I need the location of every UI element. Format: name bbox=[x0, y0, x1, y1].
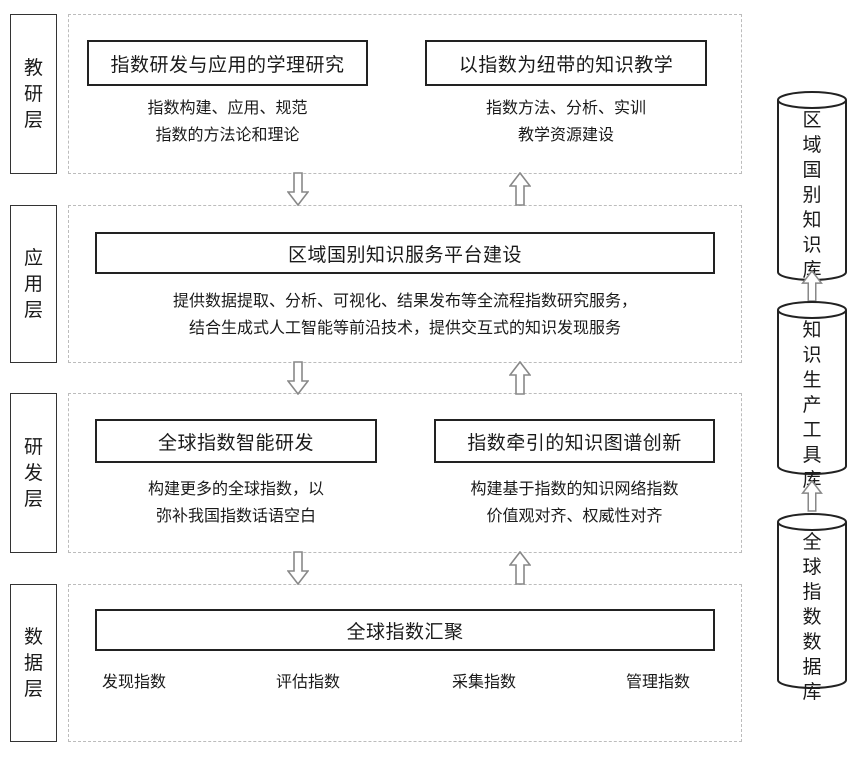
layer-label-text: 研发层 bbox=[24, 434, 43, 512]
panel-development bbox=[68, 393, 742, 553]
data-item-collect: 采集指数 bbox=[451, 672, 516, 691]
arrow-up-icon bbox=[509, 361, 531, 395]
vertical-char: 具 bbox=[802, 444, 822, 466]
vertical-char: 别 bbox=[802, 184, 822, 206]
arrow-up-icon bbox=[509, 551, 531, 585]
layer-label-text: 数据层 bbox=[24, 624, 43, 702]
data-item-manage: 管理指数 bbox=[625, 672, 690, 691]
vertical-char: 层 bbox=[23, 488, 43, 510]
vertical-char: 层 bbox=[23, 299, 43, 321]
desc-line: 结合生成式人工智能等前沿技术，提供交互式的知识发现服务 bbox=[188, 318, 621, 337]
desc-line: 指数构建、应用、规范 bbox=[147, 98, 308, 117]
desc-line: 教学资源建设 bbox=[517, 125, 614, 144]
vertical-char: 区 bbox=[802, 109, 822, 131]
vertical-char: 研 bbox=[23, 83, 43, 105]
desc-line: 构建基于指数的知识网络指数 bbox=[470, 479, 679, 498]
database-cylinder-icon bbox=[777, 513, 847, 689]
panel-research bbox=[68, 14, 742, 174]
arrow-down-icon bbox=[287, 551, 309, 585]
development-right-desc: 构建基于指数的知识网络指数 价值观对齐、权威性对齐 bbox=[434, 475, 715, 529]
desc-line: 提供数据提取、分析、可视化、结果发布等全流程指数研究服务， bbox=[172, 291, 637, 310]
vertical-char: 球 bbox=[802, 556, 822, 578]
vertical-char: 域 bbox=[802, 134, 822, 156]
vertical-char: 层 bbox=[23, 678, 43, 700]
vertical-char: 层 bbox=[23, 109, 43, 131]
database-cylinder-icon bbox=[777, 91, 847, 281]
desc-line: 价值观对齐、权威性对齐 bbox=[486, 506, 663, 525]
layer-label-text: 应用层 bbox=[24, 245, 43, 323]
vertical-char: 发 bbox=[23, 462, 43, 484]
database-label-tools: 知识生产工具库 bbox=[776, 318, 848, 493]
vertical-char: 产 bbox=[802, 394, 822, 416]
desc-line: 构建更多的全球指数，以 bbox=[147, 479, 324, 498]
vertical-char: 识 bbox=[802, 234, 822, 256]
application-desc: 提供数据提取、分析、可视化、结果发布等全流程指数研究服务， 结合生成式人工智能等… bbox=[95, 287, 715, 341]
arrow-up-icon bbox=[509, 172, 531, 206]
layer-label-development: 研发层 bbox=[10, 393, 57, 553]
vertical-char: 指 bbox=[802, 581, 822, 603]
arrow-up-icon bbox=[801, 480, 823, 512]
vertical-char: 数 bbox=[23, 626, 43, 648]
research-left-desc: 指数构建、应用、规范 指数的方法论和理论 bbox=[87, 94, 368, 148]
panel-data bbox=[68, 584, 742, 742]
panel-application bbox=[68, 205, 742, 363]
vertical-char: 全 bbox=[802, 531, 822, 553]
research-left-title: 指数研发与应用的学理研究 bbox=[87, 40, 368, 86]
database-label-index-data: 全球指数数据库 bbox=[776, 530, 848, 705]
development-right-title: 指数牵引的知识图谱创新 bbox=[434, 419, 715, 463]
vertical-char: 国 bbox=[802, 159, 822, 181]
data-item-evaluate: 评估指数 bbox=[275, 672, 340, 691]
vertical-char: 应 bbox=[23, 247, 43, 269]
arrow-down-icon bbox=[287, 172, 309, 206]
desc-line: 弥补我国指数话语空白 bbox=[155, 506, 316, 525]
layer-label-text: 教研层 bbox=[24, 55, 43, 133]
vertical-char: 生 bbox=[802, 369, 822, 391]
database-label-regional: 区域国别知识库 bbox=[776, 108, 848, 283]
vertical-char: 据 bbox=[23, 652, 43, 674]
vertical-char: 识 bbox=[802, 344, 822, 366]
application-title: 区域国别知识服务平台建设 bbox=[95, 232, 715, 274]
desc-line: 指数的方法论和理论 bbox=[155, 125, 300, 144]
layer-label-application: 应用层 bbox=[10, 205, 57, 363]
vertical-char: 知 bbox=[802, 209, 822, 231]
data-layer-title: 全球指数汇聚 bbox=[95, 609, 715, 651]
database-cylinder-icon bbox=[777, 301, 847, 475]
research-right-desc: 指数方法、分析、实训 教学资源建设 bbox=[425, 94, 707, 148]
desc-line: 指数方法、分析、实训 bbox=[485, 98, 646, 117]
vertical-char: 库 bbox=[802, 681, 822, 703]
vertical-char: 知 bbox=[802, 319, 822, 341]
vertical-char: 教 bbox=[23, 57, 43, 79]
layer-label-data: 数据层 bbox=[10, 584, 57, 742]
vertical-char: 工 bbox=[802, 419, 822, 441]
data-item-discover: 发现指数 bbox=[101, 672, 166, 691]
arrow-down-icon bbox=[287, 361, 309, 395]
vertical-char: 研 bbox=[23, 436, 43, 458]
vertical-char: 数 bbox=[802, 631, 822, 653]
vertical-char: 用 bbox=[23, 273, 43, 295]
vertical-char: 数 bbox=[802, 606, 822, 628]
development-left-desc: 构建更多的全球指数，以 弥补我国指数话语空白 bbox=[95, 475, 377, 529]
research-right-title: 以指数为纽带的知识教学 bbox=[425, 40, 707, 86]
development-left-title: 全球指数智能研发 bbox=[95, 419, 377, 463]
vertical-char: 据 bbox=[802, 656, 822, 678]
arrow-up-icon bbox=[801, 270, 823, 302]
layer-label-research: 教研层 bbox=[10, 14, 57, 174]
